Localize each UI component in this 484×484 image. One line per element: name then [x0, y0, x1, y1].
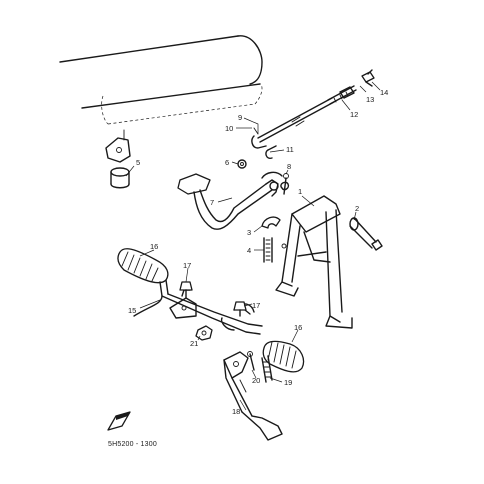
bolt-upper: [179, 281, 193, 299]
callout-18: 18: [232, 407, 240, 416]
callout-15: 15: [128, 306, 136, 315]
leader-lines: [125, 81, 381, 411]
bolt-lower: [233, 301, 247, 317]
part-code: 5H5200 - 1300: [108, 441, 157, 448]
footrest-rubber-right: [262, 340, 305, 373]
pivot-bolt: [247, 351, 255, 371]
callout-9: 9: [238, 113, 242, 122]
callout-20: 20: [252, 376, 260, 385]
adjusting-nut: [339, 86, 355, 99]
callout-7: 7: [210, 198, 214, 207]
callout-6: 6: [225, 158, 229, 167]
callout-5: 5: [136, 158, 140, 167]
muffler-bracket-damper: [105, 129, 131, 189]
callout-12: 12: [350, 110, 358, 119]
callout-19: 19: [284, 378, 292, 387]
sidestand-spring: [261, 355, 273, 383]
callout-3: 3: [247, 228, 251, 237]
washer: [237, 159, 247, 169]
front-marker-text: FWD: [114, 417, 124, 426]
callout-17-upper: 17: [183, 261, 191, 270]
nut: [195, 325, 213, 341]
side-stand: [223, 351, 283, 441]
callout-8: 8: [287, 162, 291, 171]
callout-11: 11: [286, 145, 294, 154]
callout-2: 2: [355, 204, 359, 213]
callout-14: 14: [380, 88, 388, 97]
main-stand: [275, 195, 353, 329]
cotter-pin: [265, 145, 277, 160]
callout-10: 10: [225, 124, 233, 133]
brake-pedal: [177, 171, 283, 230]
callout-16-right: 16: [294, 323, 302, 332]
front-direction-marker: [107, 411, 131, 431]
footrest-rubber-left: [117, 248, 169, 284]
callout-13: 13: [366, 95, 374, 104]
callout-17-lower: 17: [252, 301, 260, 310]
callout-16-left: 16: [150, 242, 158, 251]
callout-4: 4: [247, 246, 251, 255]
muffler-outline: [59, 35, 263, 125]
spring-plate: [261, 216, 281, 229]
pin: [361, 69, 375, 87]
callout-21: 21: [190, 339, 198, 348]
brake-rod: [251, 97, 335, 149]
stand-spring: [263, 237, 273, 263]
callout-labels: 1 2 3 4 5 6 7 8 9 10 11 12 13 14 15 16 1…: [128, 88, 388, 416]
stand-shaft: [349, 217, 383, 251]
callout-1: 1: [298, 187, 302, 196]
